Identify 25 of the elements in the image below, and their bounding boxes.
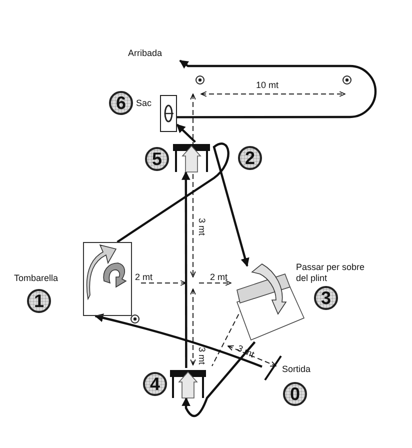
station-label: Sortida — [282, 364, 312, 376]
station-label: Tombarella — [14, 273, 60, 284]
dimension-label: 10 mt — [256, 80, 279, 90]
circled-number: 5 — [145, 147, 169, 171]
circled-number: 3 — [314, 286, 338, 310]
finish-label: Arribada — [128, 48, 180, 62]
route-arrow — [94, 314, 262, 368]
route-arrow — [176, 124, 196, 143]
dimension-label: 2 mt — [210, 272, 228, 282]
circled-number: 6 — [109, 91, 133, 115]
dimension-label: 3 mt — [197, 347, 207, 365]
station-label: Passar per sobre del plint — [296, 262, 366, 284]
route-arrow — [116, 142, 250, 267]
station-label: Sac — [136, 98, 153, 110]
circled-number: 0 — [283, 382, 307, 406]
sack-station — [160, 95, 177, 132]
dimension-label: 2 mt — [135, 272, 153, 282]
mat — [83, 242, 132, 316]
route-arrow — [182, 171, 190, 368]
circled-number: 1 — [27, 289, 51, 313]
route-arrow — [182, 341, 256, 418]
circled-number: 4 — [143, 372, 167, 396]
circled-number: 2 — [238, 146, 262, 170]
route-arrow — [177, 60, 377, 118]
dimension-label: 3 mt — [197, 218, 207, 236]
